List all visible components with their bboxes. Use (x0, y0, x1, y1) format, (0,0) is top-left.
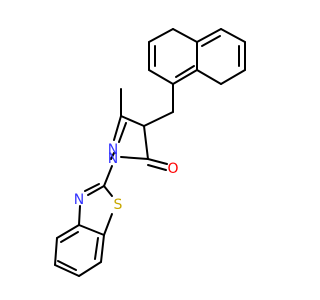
bond (60, 231, 79, 243)
bond (201, 35, 221, 47)
bond (175, 65, 195, 78)
atom-label-oxygen: O (167, 161, 178, 177)
bond (94, 237, 99, 260)
bond (54, 264, 80, 277)
bond (103, 185, 113, 197)
bond (103, 165, 113, 187)
bond (78, 205, 81, 226)
bond (78, 224, 105, 236)
atom-label-layer: N N N O S (74, 142, 179, 213)
bond (57, 260, 77, 271)
bond (172, 28, 198, 43)
bond (147, 164, 167, 171)
bond (113, 115, 122, 141)
molecule-drawing: N N N O S (54, 28, 246, 277)
bond-layer (54, 28, 246, 277)
bond (196, 28, 222, 43)
bond (100, 234, 105, 263)
bond (147, 158, 168, 165)
bond (120, 156, 149, 160)
bond (118, 122, 127, 143)
atom-label-sulfur: S (114, 197, 123, 213)
bond (143, 125, 149, 160)
bond (87, 185, 105, 196)
bond (103, 213, 113, 236)
bond (56, 224, 80, 239)
bond (78, 261, 102, 277)
atom-label-nitrogen: N (74, 192, 84, 208)
bond (196, 69, 222, 85)
bond (220, 69, 246, 85)
bond (54, 237, 58, 266)
bond (148, 69, 174, 85)
bond (172, 69, 198, 85)
atom-label-nitrogen: N (108, 151, 118, 167)
structure-canvas: N N N O S (54, 28, 246, 277)
bond (220, 28, 246, 43)
atom-label-nitrogen: N (108, 142, 118, 158)
bond (143, 111, 174, 127)
bond (110, 152, 115, 160)
bond (148, 28, 174, 43)
bond (84, 183, 100, 192)
bond (120, 115, 145, 127)
